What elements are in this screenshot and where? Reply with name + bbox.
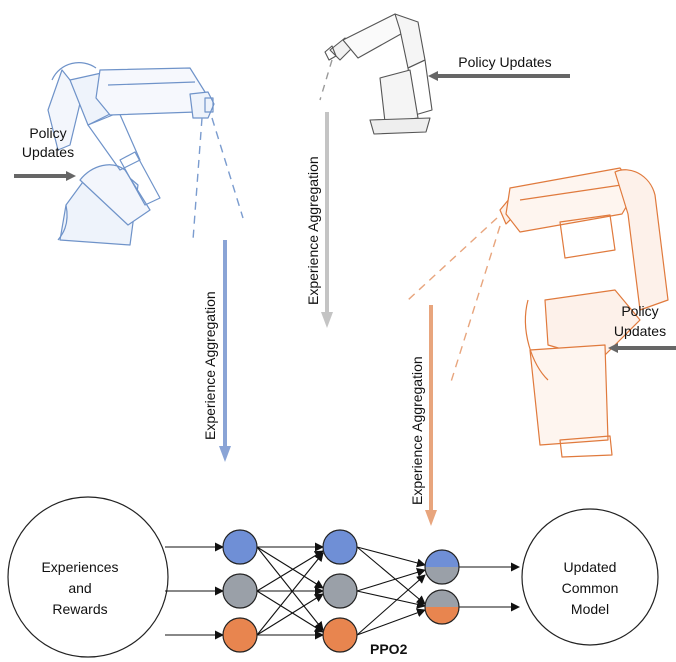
blue-policy-label-line1: Policy xyxy=(29,125,66,141)
node-l3-bottom xyxy=(424,589,460,625)
gray-policy-label: Policy Updates xyxy=(458,54,551,70)
node-l1-blue xyxy=(222,529,258,565)
network-edges xyxy=(165,542,520,640)
model-line3: Model xyxy=(571,601,609,617)
node-l2-gray xyxy=(322,573,358,609)
orange-policy-label-line1: Policy xyxy=(621,303,658,319)
blue-aggregation-arrowhead xyxy=(219,446,231,462)
node-l2-orange xyxy=(322,617,358,653)
robot-arm-blue xyxy=(47,62,215,246)
blue-aggregation-label: Experience Aggregation xyxy=(202,291,218,440)
orange-beam-upper xyxy=(407,217,498,301)
experiences-line3: Rewards xyxy=(52,601,107,617)
blue-beam-right xyxy=(211,117,244,219)
gray-aggregation-arrowhead xyxy=(321,312,333,328)
node-l2-blue xyxy=(322,529,358,565)
model-circle xyxy=(521,508,659,646)
orange-aggregation-label: Experience Aggregation xyxy=(409,356,425,505)
experiences-line2: and xyxy=(68,580,91,596)
blue-policy-label-line2: Updates xyxy=(22,144,74,160)
orange-beam-lower xyxy=(449,225,501,386)
orange-aggregation-arrowhead xyxy=(425,510,437,526)
robot-arm-gray xyxy=(324,13,433,135)
node-l1-orange xyxy=(222,617,258,653)
experiences-line1: Experiences xyxy=(41,559,118,575)
network-label: PPO2 xyxy=(370,641,408,657)
model-line2: Common xyxy=(562,580,619,596)
experiences-circle xyxy=(7,496,169,658)
robot-arm-orange xyxy=(499,167,669,458)
model-line1: Updated xyxy=(564,559,617,575)
network-nodes xyxy=(222,529,460,653)
blue-beam-left xyxy=(192,117,203,241)
node-l1-gray xyxy=(222,573,258,609)
orange-policy-label-line2: Updates xyxy=(614,323,666,339)
gray-aggregation-label: Experience Aggregation xyxy=(305,156,321,305)
node-l3-top xyxy=(424,549,460,585)
gray-beam xyxy=(319,59,333,101)
